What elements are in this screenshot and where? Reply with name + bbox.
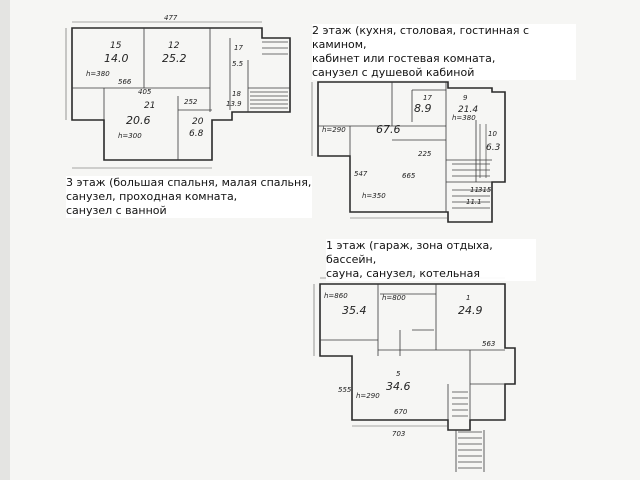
room-number: 15: [110, 41, 122, 51]
floor3-plan: 15 14.0 12 25.2 17 5.5 21 20.6 20 6.8 18…: [65, 14, 291, 169]
room-number: 5: [396, 370, 401, 378]
dimension-label: h=300: [118, 132, 142, 140]
room-number: 20: [192, 117, 204, 127]
room-number: 11: [470, 186, 479, 194]
room-number: 12: [168, 41, 180, 51]
room-area: 6.3: [486, 143, 501, 153]
room-area: 25.2: [162, 52, 187, 65]
room-number: 9: [463, 94, 468, 102]
room-number: 1: [466, 294, 470, 302]
room-number: 10: [488, 130, 497, 138]
dimension-label: 225: [418, 150, 432, 158]
dimension-label: 252: [184, 98, 198, 106]
dimension-label: 563: [482, 340, 495, 348]
room-area: 11.1: [466, 198, 482, 206]
room-area: 24.9: [458, 304, 483, 317]
dimension-label: h=800: [382, 294, 406, 302]
dimension-label: 555: [338, 386, 352, 394]
dimension-label: h=290: [356, 392, 380, 400]
dimension-label: 547: [354, 170, 368, 178]
room-area: 6.8: [189, 129, 204, 139]
floor3-caption: 3 этаж (большая спальня, малая спальня, …: [66, 176, 312, 218]
dimension-label: h=380: [86, 70, 110, 78]
room-area: 8.9: [414, 102, 432, 115]
room-area: 21.4: [458, 105, 478, 115]
dimension-label: h=860: [324, 292, 348, 300]
room-number: 18: [232, 90, 241, 98]
room-area: 35.4: [342, 304, 367, 317]
room-area: 67.6: [376, 123, 401, 136]
dimension-label: 566: [118, 78, 132, 86]
dimension-label: h=290: [322, 126, 346, 134]
room-area: 14.0: [104, 52, 129, 65]
room-area: 34.6: [386, 380, 411, 393]
floor1-plan: 1 24.9 35.4 5 34.6 1343 h=860 h=800 670 …: [313, 270, 516, 472]
dimension-label: h=380: [452, 114, 476, 122]
dimension-label: 315: [478, 186, 492, 194]
dimension-label: 670: [394, 408, 408, 416]
room-number: 17: [234, 44, 243, 52]
room-area: 13.9: [226, 100, 242, 108]
dimension-label: 665: [402, 172, 416, 180]
floor2-caption: 2 этаж (кухня, столовая, гостинная с кам…: [312, 24, 576, 80]
room-area: 20.6: [126, 114, 151, 127]
room-area: 5.5: [232, 60, 244, 68]
dimension-label: 477: [164, 14, 178, 22]
dimension-label: 405: [138, 88, 152, 96]
page-edge: [0, 0, 10, 480]
room-number: 17: [423, 94, 432, 102]
floor1-caption: 1 этаж (гараж, зона отдыха, бассейн, сау…: [326, 239, 536, 281]
dimension-label: h=350: [362, 192, 386, 200]
dimension-label: 703: [392, 430, 405, 438]
floor2-plan: 17 8.9 9 21.4 67.6 10 6.3 11 11.1 h=290 …: [311, 81, 506, 223]
room-number: 21: [144, 101, 155, 111]
